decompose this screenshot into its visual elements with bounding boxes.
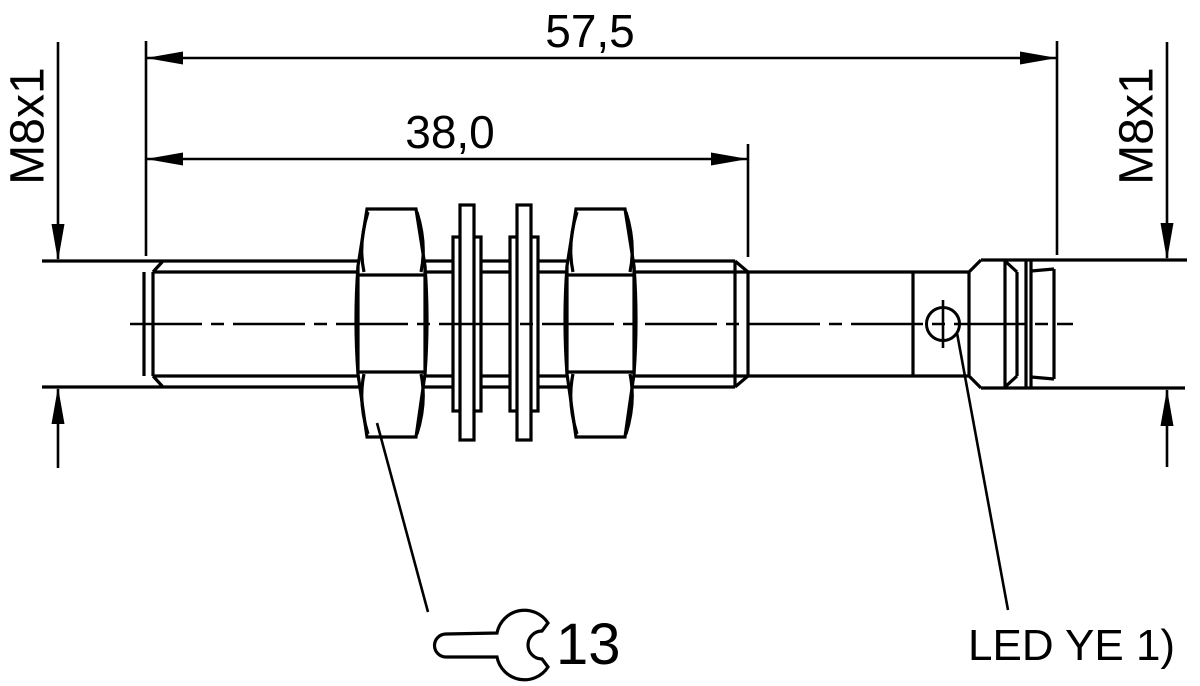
lock-washer-2	[508, 203, 540, 442]
arrowhead-down	[51, 224, 65, 261]
led-label: LED YE 1)	[968, 621, 1175, 670]
hex-nut-2-facets	[563, 211, 638, 435]
arrowhead-left	[146, 152, 183, 166]
thread-size-left-label: M8x1	[2, 67, 55, 184]
lock-washer-2-plate	[515, 203, 533, 442]
wrench-leader-line	[375, 422, 430, 613]
dimension-thread-size-left: M8x1	[2, 42, 65, 468]
dimension-total-length-label: 57,5	[545, 5, 635, 57]
arrowhead-up	[51, 387, 65, 424]
led-callout: LED YE 1)	[955, 332, 1175, 670]
connector-end-cap	[1030, 267, 1056, 381]
arrowhead-right	[711, 152, 748, 166]
wrench-icon	[432, 608, 550, 682]
arrowhead-down	[1160, 223, 1174, 260]
lock-washer-1-plate	[458, 203, 476, 442]
arrowhead-right	[1020, 51, 1057, 65]
dimension-thread-length-label: 38,0	[405, 106, 495, 158]
thread-size-right-label: M8x1	[1111, 67, 1164, 184]
hex-nut-1-facets	[354, 211, 429, 435]
arrowhead-up	[1160, 389, 1174, 426]
wrench-size-label: 13	[556, 612, 621, 677]
arrowhead-left	[146, 51, 183, 65]
led-indicator	[925, 300, 961, 348]
led-leader-line	[955, 332, 1010, 611]
lock-washer-1	[451, 203, 483, 442]
dimension-thread-size-right: M8x1	[1111, 42, 1174, 467]
dimension-thread-length: 38,0	[146, 106, 750, 257]
dimension-total-length: 57,5	[144, 5, 1059, 256]
wrench-size-callout: 13	[375, 422, 621, 682]
